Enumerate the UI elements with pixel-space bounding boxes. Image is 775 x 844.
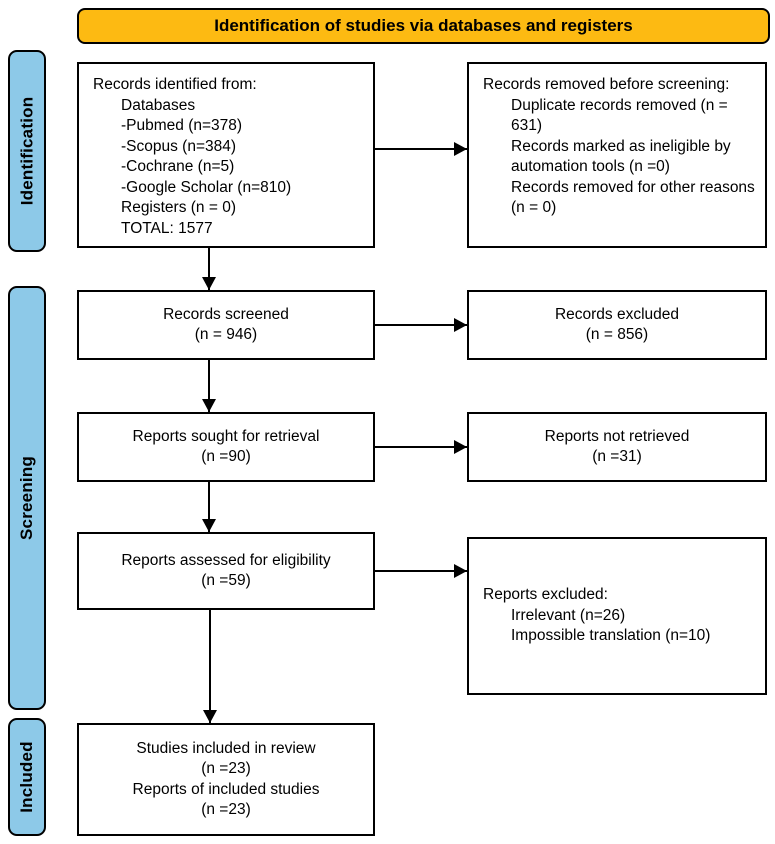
box-line: Reports assessed for eligibility: [121, 551, 331, 569]
box-line: Records excluded: [554, 305, 680, 323]
box-studies-included: Studies included in review (n =23) Repor…: [77, 723, 375, 836]
box-line: -Cochrane (n=5): [121, 158, 235, 175]
box-line: TOTAL: 1577: [121, 219, 213, 237]
box-records-screened: Records screened (n = 946): [77, 290, 375, 360]
stage-label-identification: Identification: [8, 50, 46, 252]
box-heading: Records removed before screening:: [483, 76, 730, 93]
banner-title-text: Identification of studies via databases …: [214, 16, 633, 35]
box-reports-excluded: Reports excluded: Irrelevant (n=26) Impo…: [467, 537, 767, 695]
box-reports-assessed: Reports assessed for eligibility (n =59): [77, 532, 375, 610]
box-line: (n =23): [201, 801, 251, 818]
arrow-identified-to-screened: [202, 248, 216, 290]
box-line: Irrelevant (n=26): [511, 606, 626, 624]
box-records-excluded: Records excluded (n = 856): [467, 290, 767, 360]
box-heading: Reports excluded:: [483, 586, 608, 604]
box-line: Reports sought for retrieval: [132, 427, 320, 445]
box-records-removed: Records removed before screening: Duplic…: [467, 62, 767, 248]
box-line: Records removed for other reasons (n = 0…: [511, 178, 755, 217]
box-line: Reports of included studies: [132, 780, 320, 798]
box-line: -Scopus (n=384): [121, 137, 237, 155]
box-line: Records screened: [163, 305, 289, 323]
box-records-identified: Records identified from: Databases -Pubm…: [77, 62, 375, 248]
box-line: Reports not retrieved: [544, 427, 690, 445]
box-line: Databases: [121, 96, 196, 114]
stage-label-screening-text: Screening: [17, 456, 36, 540]
arrow-identified-to-removed: [375, 142, 467, 156]
box-heading: Records identified from:: [93, 76, 257, 93]
stage-label-identification-text: Identification: [17, 96, 37, 206]
stage-label-screening: Screening: [8, 286, 46, 710]
box-line: Registers (n = 0): [121, 199, 237, 216]
stage-label-included-text: Included: [17, 741, 36, 813]
arrow-screened-to-excluded: [375, 318, 467, 332]
box-line: -Pubmed (n=378): [121, 117, 243, 134]
box-line: (n =31): [592, 448, 642, 465]
box-line: Records marked as ineligible by automati…: [511, 137, 731, 176]
arrow-sought-to-assessed: [202, 482, 216, 532]
box-reports-sought: Reports sought for retrieval (n =90): [77, 412, 375, 482]
box-line: (n =59): [201, 572, 251, 589]
box-line: (n =90): [201, 448, 251, 465]
arrow-screened-to-sought: [202, 360, 216, 412]
stage-label-included: Included: [8, 718, 46, 836]
box-line: Impossible translation (n=10): [511, 627, 711, 645]
box-line: (n =23): [201, 760, 251, 777]
arrow-sought-to-not-retrieved: [375, 440, 467, 454]
arrow-assessed-to-included: [203, 610, 217, 723]
box-line: (n = 946): [194, 326, 258, 343]
box-reports-not-retrieved: Reports not retrieved (n =31): [467, 412, 767, 482]
box-line: (n = 856): [585, 326, 649, 343]
banner-title: Identification of studies via databases …: [77, 8, 770, 44]
box-line: -Google Scholar (n=810): [121, 178, 292, 196]
box-line: Studies included in review: [136, 739, 316, 757]
box-line: Duplicate records removed (n = 631): [511, 96, 728, 135]
arrow-assessed-to-reports-excluded: [375, 564, 467, 578]
